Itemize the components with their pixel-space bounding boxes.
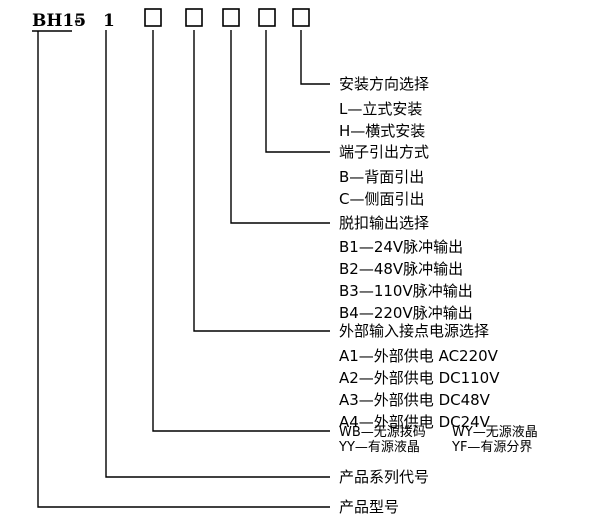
display-option-wy: WY—无源液晶 (452, 425, 538, 440)
code-box-2 (185, 8, 203, 27)
power-option-a1: A1—外部供电 AC220V (339, 347, 499, 365)
trip-option-b4: B4—220V脉冲输出 (339, 304, 473, 322)
terminal-option-b: B—背面引出 (339, 168, 424, 186)
display-option-wb: WB—无源拨码 (339, 425, 426, 440)
power-option-a3: A3—外部供电 DC48V (339, 391, 491, 409)
code-box-4 (258, 8, 276, 27)
series-digit: 1 (103, 11, 115, 31)
display-option-yf: YF—有源分界 (451, 440, 532, 455)
series-code-label: 产品系列代号 (339, 468, 429, 486)
trip-option-b3: B3—110V脉冲输出 (339, 282, 473, 300)
terminal-title: 端子引出方式 (339, 143, 429, 161)
power-option-a2: A2—外部供电 DC110V (339, 369, 500, 387)
power-option-a4: A4—外部供电 DC24V (339, 413, 491, 431)
leader-install-direction (300, 30, 330, 85)
dash-separator: - (74, 11, 81, 31)
code-box-1 (144, 8, 162, 27)
model-label: 产品型号 (339, 498, 399, 516)
trip-option-b2: B2—48V脉冲输出 (339, 260, 463, 278)
terminal-option-c: C—侧面引出 (339, 190, 424, 208)
leader-series (105, 30, 330, 478)
trip-output-title: 脱扣输出选择 (339, 214, 429, 232)
leader-trip-output (230, 30, 330, 224)
code-box-5 (292, 8, 310, 27)
leader-external-power (193, 30, 330, 332)
install-direction-title: 安装方向选择 (339, 75, 429, 93)
model-code-text: BH15 (32, 11, 86, 31)
leader-terminal (265, 30, 330, 153)
install-option-l: L—立式安装 (339, 100, 422, 118)
external-power-title: 外部输入接点电源选择 (339, 322, 489, 340)
display-option-yy: YY—有源液晶 (338, 440, 420, 455)
install-option-h: H—横式安装 (339, 122, 425, 140)
leader-model (37, 31, 330, 508)
leader-display (152, 30, 330, 432)
trip-option-b1: B1—24V脉冲输出 (339, 238, 463, 256)
code-box-3 (222, 8, 240, 27)
